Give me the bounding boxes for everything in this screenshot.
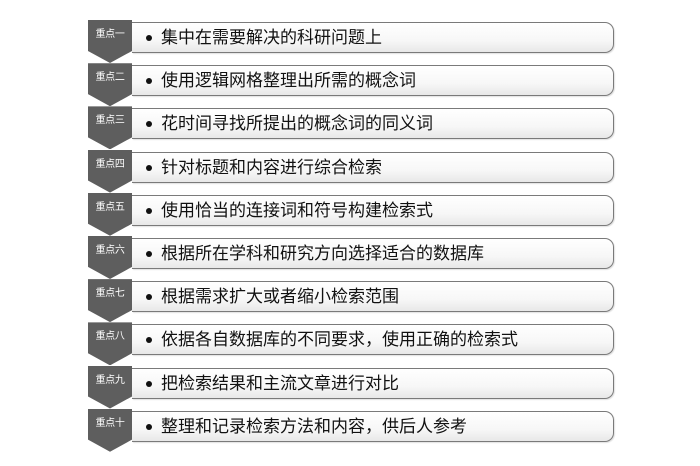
key-point-box: 把检索结果和主流文章进行对比 (132, 367, 614, 399)
chevron-down-arrow-shape: 重点三 (88, 106, 132, 150)
key-point-text: 针对标题和内容进行综合检索 (161, 157, 382, 178)
chevron-down-arrow-shape: 重点十 (88, 408, 132, 452)
key-point-badge: 重点十 (95, 417, 125, 429)
key-point-text: 整理和记录检索方法和内容，供后人参考 (161, 416, 467, 437)
bullet-icon (146, 294, 152, 301)
key-point-text: 根据所在学科和研究方向选择适合的数据库 (161, 243, 484, 264)
key-point-text: 使用逻辑网格整理出所需的概念词 (161, 71, 416, 92)
key-point-box: 花时间寻找所提出的概念词的同义词 (132, 108, 614, 140)
key-point-box: 根据需求扩大或者缩小检索范围 (132, 281, 614, 313)
bullet-icon (146, 78, 152, 85)
key-point-badge: 重点四 (95, 158, 125, 170)
key-point-text: 花时间寻找所提出的概念词的同义词 (161, 114, 433, 135)
bullet-icon (146, 337, 152, 344)
key-point-text: 依据各自数据库的不同要求，使用正确的检索式 (161, 330, 518, 351)
bullet-icon (146, 164, 152, 171)
key-points-list: 重点一 集中在需要解决的科研问题上 重点二 使用逻辑网格整理出所需的概念词 重点… (88, 20, 614, 452)
key-point-badge: 重点一 (95, 29, 125, 40)
key-point-row-2: 重点二 使用逻辑网格整理出所需的概念词 (88, 63, 614, 107)
key-point-row-1: 重点一 集中在需要解决的科研问题上 (88, 20, 614, 63)
key-point-box: 使用逻辑网格整理出所需的概念词 (132, 65, 614, 97)
key-point-row-5: 重点五 使用恰当的连接词和符号构建检索式 (88, 192, 614, 236)
chevron-down-arrow-shape: 重点一 (88, 20, 132, 63)
bullet-icon (146, 207, 152, 214)
key-point-row-4: 重点四 针对标题和内容进行综合检索 (88, 149, 614, 193)
chevron-down-arrow-shape: 重点五 (88, 192, 132, 236)
chevron-down-arrow-shape: 重点六 (88, 235, 132, 279)
bullet-icon (146, 121, 152, 128)
key-point-box: 依据各自数据库的不同要求，使用正确的检索式 (132, 324, 614, 356)
key-point-box: 整理和记录检索方法和内容，供后人参考 (132, 410, 614, 442)
key-point-box: 使用恰当的连接词和符号构建检索式 (132, 194, 614, 226)
key-point-box: 集中在需要解决的科研问题上 (132, 22, 614, 53)
key-point-row-7: 重点七 根据需求扩大或者缩小检索范围 (88, 279, 614, 323)
chevron-down-arrow-shape: 重点二 (88, 63, 132, 107)
key-point-row-10: 重点十 整理和记录检索方法和内容，供后人参考 (88, 408, 614, 452)
chevron-down-arrow-shape: 重点四 (88, 149, 132, 193)
chevron-down-arrow-shape: 重点九 (88, 365, 132, 409)
key-point-badge: 重点八 (95, 331, 125, 343)
key-point-row-3: 重点三 花时间寻找所提出的概念词的同义词 (88, 106, 614, 150)
key-point-badge: 重点九 (95, 374, 125, 386)
key-point-row-6: 重点六 根据所在学科和研究方向选择适合的数据库 (88, 235, 614, 279)
key-point-text: 集中在需要解决的科研问题上 (161, 28, 382, 48)
bullet-icon (146, 250, 152, 257)
key-point-badge: 重点二 (95, 72, 125, 84)
chevron-down-arrow-shape: 重点八 (88, 322, 132, 366)
key-point-text: 使用恰当的连接词和符号构建检索式 (161, 200, 433, 221)
key-point-badge: 重点五 (95, 201, 125, 213)
key-point-row-8: 重点八 依据各自数据库的不同要求，使用正确的检索式 (88, 322, 614, 366)
key-point-box: 针对标题和内容进行综合检索 (132, 151, 614, 183)
bullet-icon (146, 380, 152, 387)
chevron-down-arrow-shape: 重点七 (88, 279, 132, 323)
bullet-icon (146, 423, 152, 430)
key-point-badge: 重点七 (95, 288, 125, 300)
bullet-icon (146, 35, 152, 41)
key-point-badge: 重点三 (95, 115, 125, 127)
key-point-box: 根据所在学科和研究方向选择适合的数据库 (132, 237, 614, 269)
key-point-badge: 重点六 (95, 244, 125, 256)
key-point-text: 把检索结果和主流文章进行对比 (161, 373, 399, 394)
key-point-text: 根据需求扩大或者缩小检索范围 (161, 287, 399, 308)
key-point-row-9: 重点九 把检索结果和主流文章进行对比 (88, 365, 614, 409)
